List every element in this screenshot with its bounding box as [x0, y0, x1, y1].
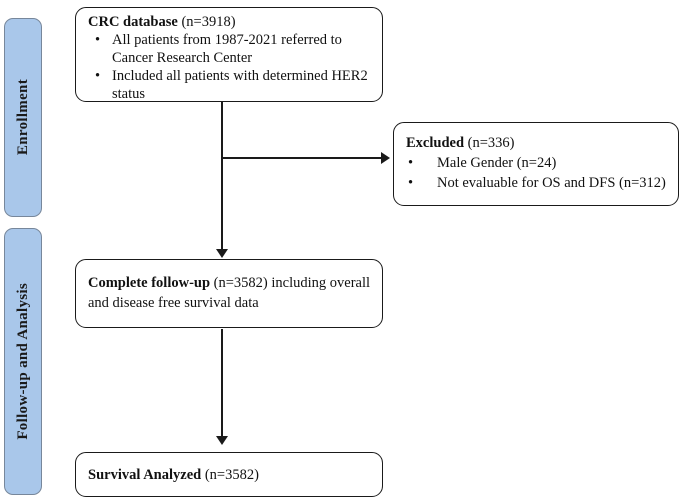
survival-analyzed-count: (n=3582) [201, 466, 259, 483]
complete-followup-text: (n=3582) including overall and disease f… [88, 275, 371, 311]
crc-bullet-2-text: Included all patients with determined HE… [112, 68, 368, 102]
arrow-down-line-followup-to-survival [221, 329, 223, 436]
excluded-title: Excluded [406, 135, 465, 151]
excluded-box: Excluded (n=336) • Male Gender (n=24) • … [393, 122, 679, 206]
bullet-icon: • [408, 175, 414, 191]
crc-bullet-1-text: All patients from 1987-2021 referred to … [112, 32, 342, 66]
survival-analyzed-heading: Survival Analyzed (n=3582) [88, 466, 259, 484]
crc-bullet-1: • All patients from 1987-2021 referred t… [95, 31, 372, 67]
arrow-down-icon [216, 249, 228, 258]
complete-followup-box: Complete follow-up (n=3582) including ov… [75, 259, 383, 328]
bullet-icon: • [95, 68, 101, 84]
excluded-bullet-2-text: Not evaluable for OS and DFS (n=312) [437, 175, 666, 191]
crc-database-title: CRC database [88, 14, 178, 30]
excluded-heading: Excluded (n=336) [406, 133, 668, 153]
phase-bar-followup-and-analysis: Follow-up and Analysis [4, 228, 42, 495]
phase-label-enrollment: Enrollment [14, 79, 31, 156]
arrow-right-line-to-excluded [222, 157, 381, 159]
excluded-bullet-2: • Not evaluable for OS and DFS (n=312) [408, 173, 668, 193]
arrow-down-line-crc-to-followup [221, 102, 223, 249]
crc-database-count: (n=3918) [177, 14, 236, 30]
survival-analyzed-title: Survival Analyzed [88, 466, 202, 483]
arrow-right-icon [381, 152, 390, 164]
bullet-icon: • [408, 155, 414, 171]
bullet-icon: • [95, 32, 101, 48]
phase-label-followup-and-analysis: Follow-up and Analysis [14, 283, 31, 440]
complete-followup-title: Complete follow-up [88, 275, 211, 291]
arrow-down-icon [216, 436, 228, 445]
phase-bar-enrollment: Enrollment [4, 18, 42, 217]
excluded-count: (n=336) [464, 135, 515, 151]
crc-database-box: CRC database (n=3918) • All patients fro… [75, 7, 383, 102]
survival-analyzed-box: Survival Analyzed (n=3582) [75, 452, 383, 497]
crc-bullet-2: • Included all patients with determined … [95, 67, 372, 103]
crc-database-heading: CRC database (n=3918) [88, 13, 372, 31]
excluded-bullet-1-text: Male Gender (n=24) [437, 155, 557, 171]
excluded-bullet-1: • Male Gender (n=24) [408, 153, 668, 173]
